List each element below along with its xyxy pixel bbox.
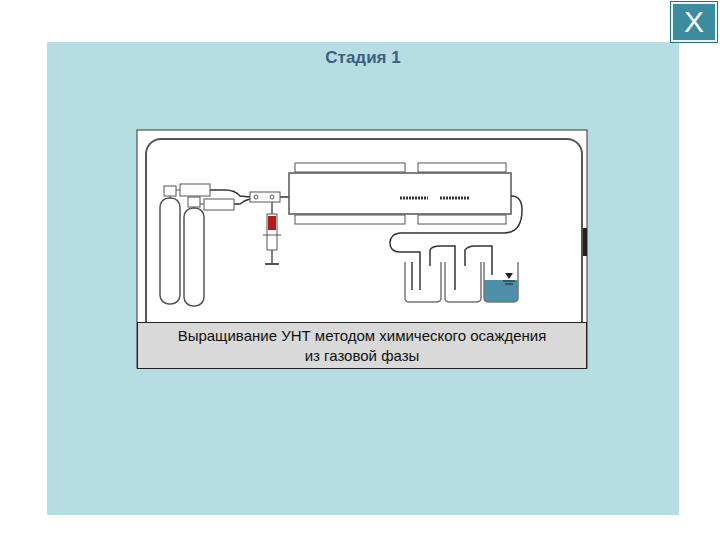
heater bbox=[418, 163, 506, 172]
valve bbox=[188, 197, 200, 207]
button-label: X bbox=[684, 7, 704, 37]
illustration-frame bbox=[137, 130, 587, 368]
quartz-tube bbox=[289, 173, 511, 214]
heater bbox=[295, 215, 405, 224]
substrate bbox=[400, 197, 428, 200]
bubbler bbox=[405, 262, 441, 302]
apparatus-housing bbox=[146, 139, 582, 339]
liquid-precursor bbox=[268, 216, 276, 230]
bubbler bbox=[445, 262, 481, 302]
caption-band: Выращивание УНТ методом химического осаж… bbox=[137, 322, 587, 369]
gas-cylinder bbox=[160, 198, 180, 304]
heater bbox=[295, 163, 405, 172]
connector bbox=[250, 192, 280, 202]
water bbox=[484, 280, 518, 302]
flow-controller bbox=[180, 184, 210, 196]
syringe bbox=[267, 214, 277, 250]
stage-title: Стадия 1 bbox=[47, 48, 679, 68]
heater bbox=[418, 215, 506, 224]
gas-cylinder bbox=[184, 208, 204, 306]
bubbler bbox=[484, 262, 518, 302]
close-button: X bbox=[671, 2, 717, 42]
substrate bbox=[440, 197, 470, 200]
valve bbox=[164, 186, 176, 196]
flow-controller bbox=[204, 199, 234, 210]
caption-text: Выращивание УНТ методом химического осаж… bbox=[177, 326, 547, 365]
